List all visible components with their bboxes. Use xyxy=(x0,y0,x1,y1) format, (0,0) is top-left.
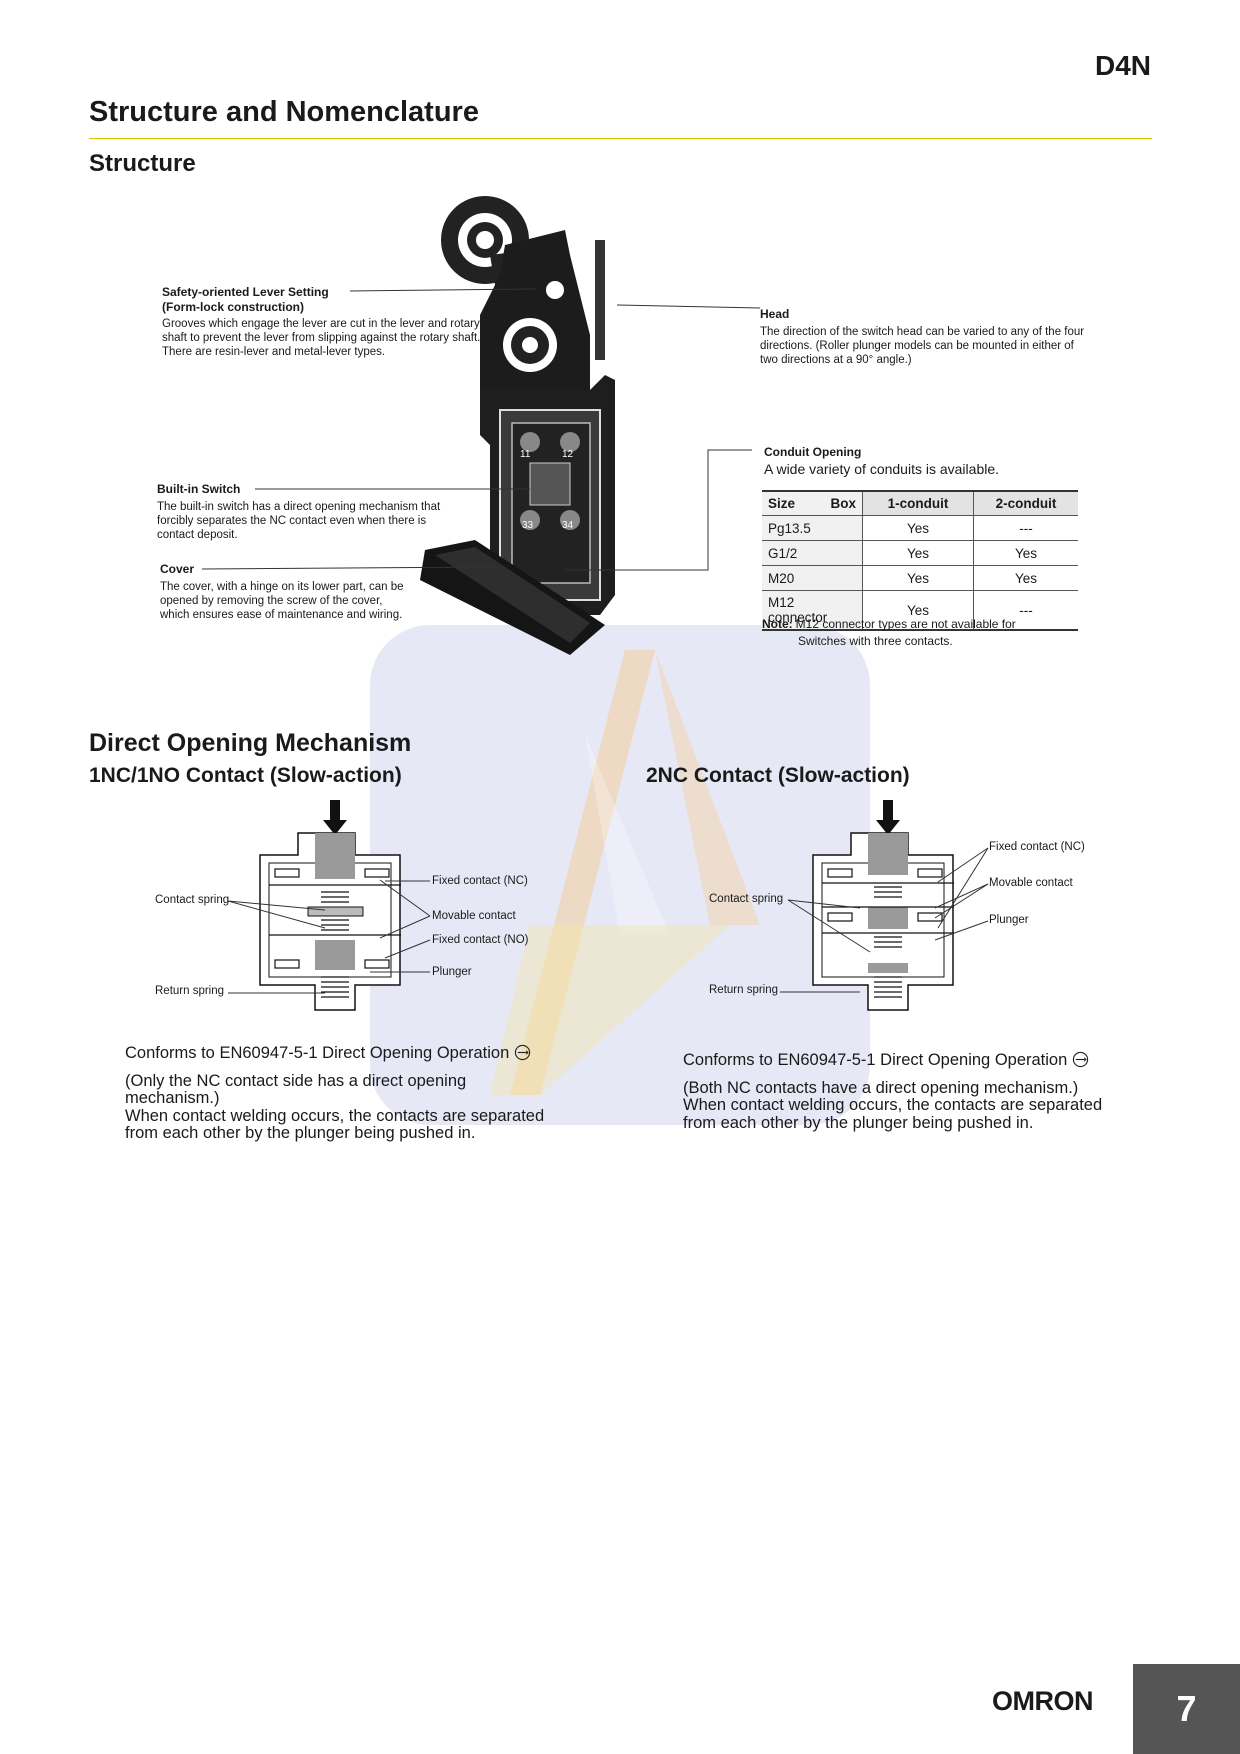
callout-lever-title-1: Safety-oriented Lever Setting xyxy=(162,285,329,299)
callout-lever-title-2: (Form-lock construction) xyxy=(162,299,305,314)
right-conforms-text: Conforms to EN60947-5-1 Direct Opening O… xyxy=(683,1051,1068,1069)
left-label-movable: Movable contact xyxy=(432,910,516,922)
left-label-plunger: Plunger xyxy=(432,966,472,978)
right-diagram-title: 2NC Contact (Slow-action) xyxy=(646,764,910,787)
table-cell: --- xyxy=(973,590,1078,631)
two-nc-contact-diagram xyxy=(812,800,954,1011)
table-header-row: Size Box 1-conduit 2-conduit xyxy=(762,490,1078,516)
callout-conduit-body: A wide variety of conduits is available. xyxy=(764,460,1000,477)
direct-opening-icon xyxy=(1073,1051,1089,1068)
left-label-contact-spring: Contact spring xyxy=(155,894,230,906)
callout-lever-setting: Safety-oriented Lever Setting (Form-lock… xyxy=(162,285,492,359)
table-header-size-box: Size Box xyxy=(762,490,863,516)
table-note: Note:M12 connector types are not availab… xyxy=(762,616,1092,650)
note-text-2: Switches with three contacts. xyxy=(798,634,953,648)
terminal-label: 34 xyxy=(562,520,574,531)
callout-builtin-switch: Built-in Switch The built-in switch has … xyxy=(157,482,452,542)
conduit-table: Size Box 1-conduit 2-conduit Pg13.5 Yes … xyxy=(762,490,1078,631)
callout-lever-body: Grooves which engage the lever are cut i… xyxy=(162,318,481,344)
callout-conduit-title: Conduit Opening xyxy=(764,445,862,459)
terminal-label: 33 xyxy=(522,520,534,531)
direct-opening-icon xyxy=(515,1044,531,1061)
table-cell: Yes xyxy=(862,590,974,631)
table-cell: Yes xyxy=(862,565,974,591)
left-diagram-leaders xyxy=(227,879,431,994)
left-description: Conforms to EN60947-5-1 Direct Opening O… xyxy=(125,1044,545,1143)
right-label-return-spring: Return spring xyxy=(709,984,779,996)
right-conforms: Conforms to EN60947-5-1 Direct Opening O… xyxy=(683,1051,1103,1070)
terminal-label: 12 xyxy=(562,449,574,460)
callout-head: Head The direction of the switch head ca… xyxy=(760,307,1090,367)
right-para-1: (Both NC contacts have a direct opening … xyxy=(683,1078,1079,1097)
title-rule xyxy=(89,138,1152,139)
table-cell: Pg13.5 xyxy=(762,515,863,541)
table-cell: Yes xyxy=(862,540,974,566)
callout-conduit: Conduit Opening A wide variety of condui… xyxy=(764,445,1094,476)
callout-lever-body-2: There are resin-lever and metal-lever ty… xyxy=(162,346,386,358)
header-box: Box xyxy=(830,496,856,511)
table-row: Pg13.5 Yes --- xyxy=(762,515,1078,541)
right-label-movable: Movable contact xyxy=(989,877,1073,889)
note-label: Note: xyxy=(762,617,793,631)
left-conforms: Conforms to EN60947-5-1 Direct Opening O… xyxy=(125,1044,545,1063)
table-cell: Yes xyxy=(973,540,1078,566)
header-size: Size xyxy=(768,496,796,511)
callout-builtin-body: The built-in switch has a direct opening… xyxy=(157,500,441,541)
table-cell: G1/2 xyxy=(762,540,863,566)
left-label-return-spring: Return spring xyxy=(155,985,225,997)
right-description: Conforms to EN60947-5-1 Direct Opening O… xyxy=(683,1051,1103,1132)
callout-leaders xyxy=(201,288,761,571)
table-row: G1/2 Yes Yes xyxy=(762,540,1078,566)
watermark-logo xyxy=(370,625,870,1125)
brand-logo: OMRON xyxy=(992,1686,1094,1716)
left-label-fixed-nc: Fixed contact (NC) xyxy=(432,875,528,887)
callout-head-title: Head xyxy=(760,307,790,321)
mechanism-heading: Direct Opening Mechanism xyxy=(89,729,412,757)
right-label-contact-spring: Contact spring xyxy=(709,893,784,905)
structure-heading: Structure xyxy=(89,150,196,177)
table-header-1-conduit: 1-conduit xyxy=(862,490,974,516)
left-label-fixed-no: Fixed contact (NO) xyxy=(432,934,529,946)
right-diagram-leaders xyxy=(780,847,989,993)
left-para-1: (Only the NC contact side has a direct o… xyxy=(125,1071,467,1107)
table-row: M12 connector Yes --- xyxy=(762,590,1078,631)
table-header-2-conduit: 2-conduit xyxy=(973,490,1078,516)
terminal-label: 11 xyxy=(520,449,531,460)
callout-cover-body: The cover, with a hinge on its lower par… xyxy=(160,580,404,621)
page-number: 7 xyxy=(1133,1664,1240,1754)
callout-cover-title: Cover xyxy=(160,562,195,576)
left-para-2: When contact welding occurs, the contact… xyxy=(125,1106,545,1142)
table-cell: Yes xyxy=(862,515,974,541)
table-cell: Yes xyxy=(973,565,1078,591)
right-para-2: When contact welding occurs, the contact… xyxy=(683,1096,1103,1132)
note-text: M12 connector types are not available fo… xyxy=(795,617,1016,631)
nc-no-contact-diagram xyxy=(259,800,401,1011)
table-cell: M12 connector xyxy=(762,590,863,631)
table-cell: --- xyxy=(973,515,1078,541)
table-row: M20 Yes Yes xyxy=(762,565,1078,591)
left-conforms-text: Conforms to EN60947-5-1 Direct Opening O… xyxy=(125,1044,510,1062)
right-label-plunger: Plunger xyxy=(989,914,1029,926)
left-diagram-title: 1NC/1NO Contact (Slow-action) xyxy=(89,764,402,787)
callout-builtin-title: Built-in Switch xyxy=(157,482,241,496)
callout-head-body: The direction of the switch head can be … xyxy=(760,325,1085,366)
model-code: D4N xyxy=(1094,50,1151,81)
limit-switch-illustration: 11 12 33 34 xyxy=(420,196,615,655)
table-cell: M20 xyxy=(762,565,863,591)
page-title: Structure and Nomenclature xyxy=(89,96,479,128)
callout-cover: Cover The cover, with a hinge on its low… xyxy=(160,562,415,622)
right-label-fixed-nc: Fixed contact (NC) xyxy=(989,841,1085,853)
